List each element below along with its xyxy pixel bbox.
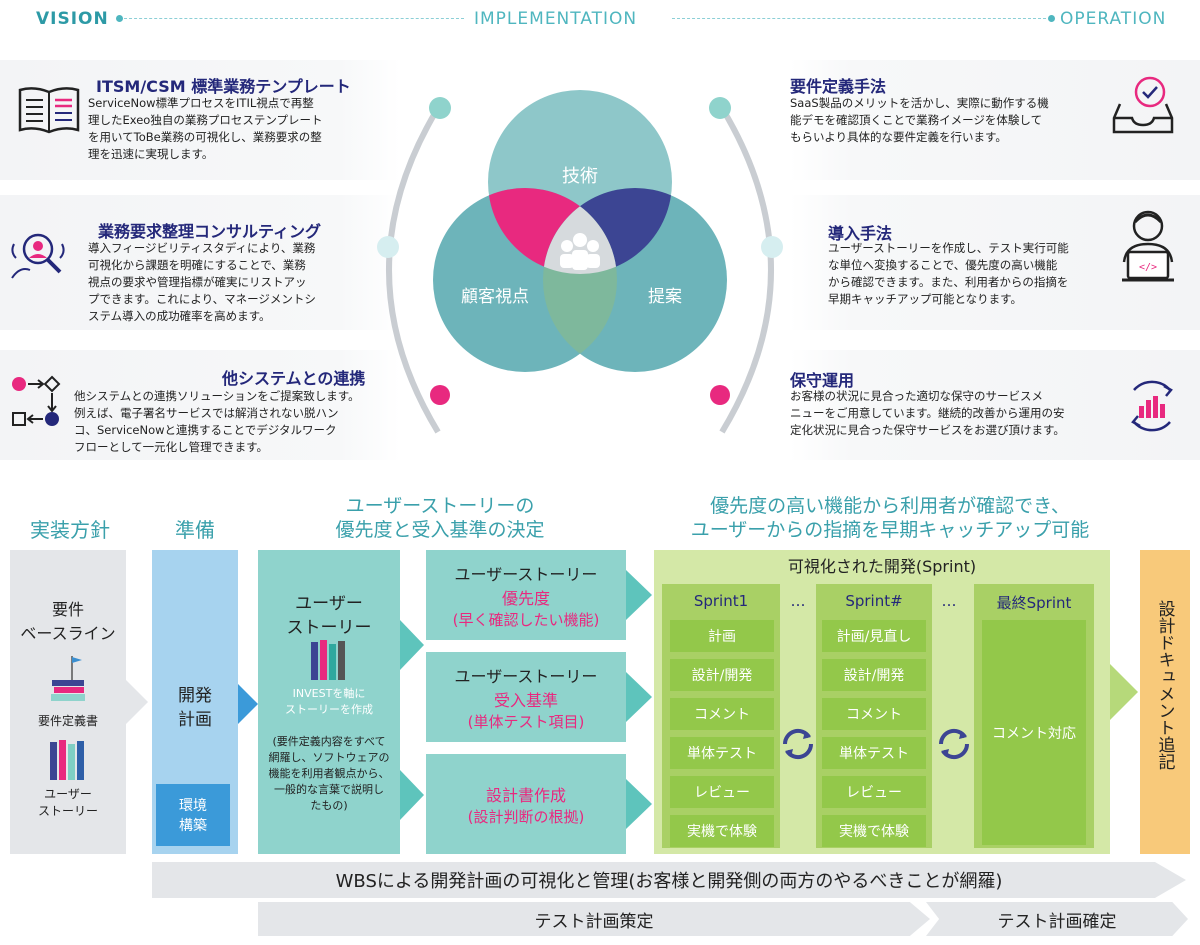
cycle-icon: [938, 728, 970, 760]
arc-node: [761, 236, 783, 258]
final-sprint-title: 最終Sprint: [996, 594, 1072, 612]
policy-arrow: [126, 680, 148, 724]
sprintN-step: 単体テスト: [822, 737, 926, 769]
dev-plan: 開発計画: [178, 686, 212, 730]
story-arrow-2: [400, 770, 424, 820]
sprint-dots-2: …: [941, 592, 957, 610]
doc-followup-label: 設計ドキュメント追記: [1154, 600, 1175, 770]
decision-acceptance: ユーザーストーリー受入基準(単体テスト項目): [426, 652, 626, 742]
test-fix-bar: テスト計画確定: [926, 902, 1188, 936]
prep-arrow: [238, 684, 258, 724]
requirement-baseline: 要件ベースライン: [20, 600, 116, 643]
venn-center: [543, 188, 617, 274]
phase-operation: OPERATION: [1060, 9, 1167, 29]
inbox-check-icon: [1110, 74, 1176, 142]
itsm-description: ServiceNow標準プロセスをITIL視点で再整理したExeo独自の業務プロ…: [88, 96, 323, 161]
venn-label-proposal: 提案: [648, 287, 682, 307]
sprint1-title: Sprint1: [693, 592, 749, 610]
wbs-bar: WBSによる開発計画の可視化と管理(お客様と開発側の両方のやるべきことが網羅): [152, 862, 1186, 898]
right-arc: [719, 106, 774, 434]
sprint-arrow: [1110, 664, 1138, 720]
maintenance-title: 保守運用: [790, 371, 855, 390]
consulting-description: 導入フィージビリティスタディにより、業務可視化から課題を明確にすることで、業務視…: [88, 241, 316, 323]
phase-dot: [116, 15, 123, 22]
consulting-title: 業務要求整理コンサルティング: [98, 222, 322, 241]
team-icon: [560, 233, 600, 270]
cycle-chart-icon: [1124, 376, 1180, 440]
requirements-doc-label: 要件定義書: [37, 714, 98, 728]
requirements-title: 要件定義手法: [790, 77, 887, 96]
sprint1-step: コメント: [670, 698, 774, 730]
sprint1-step: レビュー: [670, 776, 774, 808]
sprintN-step: 設計/開発: [822, 659, 926, 691]
sprintN-step: レビュー: [822, 776, 926, 808]
document-lines-icon: [16, 86, 82, 140]
story-column: [258, 550, 400, 854]
decision-arrow-1: [626, 570, 652, 620]
books-icon: [48, 738, 88, 786]
invest-note: INVESTを軸にストーリーを作成: [285, 687, 373, 716]
integration-description: 他システムとの連携ソリューションをご提案致します。例えば、電子署名サービスでは解…: [74, 389, 360, 454]
arc-node: [710, 385, 730, 405]
cycle-icon: [782, 728, 814, 760]
phase-line: [124, 18, 464, 19]
story-note: (要件定義内容をすべて網羅し、ソフトウェアの機能を利用者観点から、一般的な言葉で…: [268, 735, 390, 812]
env-setup: 環境構築: [156, 784, 230, 846]
arc-node: [429, 97, 451, 119]
story-arrow-1: [400, 620, 424, 670]
introduction-description: ユーザーストーリーを作成し、テスト実行可能な単位へ変換することで、優先度の高い機…: [828, 241, 1069, 306]
arc-node: [709, 97, 731, 119]
consultant-search-icon: [10, 230, 72, 284]
developer-laptop-icon: </>: [1118, 206, 1178, 290]
introduction-title: 導入手法: [828, 224, 893, 243]
book-stack-icon: [48, 654, 88, 708]
phase-line: [672, 18, 1046, 19]
decision-arrow-3: [626, 779, 652, 829]
system-link-icon: [10, 374, 70, 434]
doc-followup-column: [1140, 550, 1190, 854]
arc-node: [377, 236, 399, 258]
panel-consulting: [0, 195, 400, 330]
phase-implementation: IMPLEMENTATION: [474, 9, 638, 29]
arc-node: [430, 385, 450, 405]
panel-maintenance: [790, 350, 1200, 460]
story-books-icon: [309, 638, 349, 686]
sprintN-title: Sprint#: [845, 592, 903, 610]
venn-diagram: 技術 顧客視点 提案: [377, 90, 783, 434]
itsm-title: ITSM/CSM 標準業務テンプレート: [96, 77, 351, 96]
decision-arrow-2: [626, 672, 652, 722]
story-title: ユーザーストーリー: [286, 594, 372, 638]
header-policy: 実装方針: [30, 518, 110, 542]
sprint1-step: 計画: [670, 620, 774, 652]
phase-dot: [1048, 15, 1055, 22]
sprint1-step: 設計/開発: [670, 659, 774, 691]
policy-column: [10, 550, 126, 854]
venn-label-customer: 顧客視点: [461, 287, 529, 307]
final-sprint-step: コメント対応: [982, 620, 1086, 845]
sprint1-step: 単体テスト: [670, 737, 774, 769]
test-plan-bar: テスト計画策定: [258, 902, 930, 936]
header-prep: 準備: [175, 518, 215, 542]
maintenance-description: お客様の状況に見合った適切な保守のサービスメニューをご用意しています。継続的改善…: [790, 389, 1065, 437]
venn-label-tech: 技術: [562, 166, 598, 187]
sprint-dots-1: …: [790, 592, 806, 610]
sprintN-step: 計画/見直し: [822, 620, 926, 652]
decision-design-doc: 設計書作成(設計判断の根拠): [426, 754, 626, 854]
phase-vision: VISION: [36, 9, 109, 29]
svg-text:</>: </>: [1139, 262, 1157, 273]
header-priority: 優先度の高い機能から利用者が確認でき、ユーザーからの指摘を早期キャッチアップ可能: [690, 495, 1090, 541]
decision-priority: ユーザーストーリー優先度(早く確認したい機能): [426, 550, 626, 640]
sprint1-step: 実機で体験: [670, 815, 774, 847]
panel-integration: [0, 350, 400, 460]
sprint-area-title: 可視化された開発(Sprint): [787, 557, 977, 576]
header-story: ユーザーストーリーの優先度と受入基準の決定: [335, 495, 545, 541]
sprintN-step: コメント: [822, 698, 926, 730]
user-story-doc-label: ユーザーストーリー: [37, 787, 98, 818]
integration-title: 他システムとの連携: [222, 369, 366, 388]
requirements-description: SaaS製品のメリットを活かし、実際に動作する機能デモを確認頂くことで業務イメー…: [790, 96, 1049, 144]
left-arc: [386, 106, 441, 434]
sprintN-step: 実機で体験: [822, 815, 926, 847]
